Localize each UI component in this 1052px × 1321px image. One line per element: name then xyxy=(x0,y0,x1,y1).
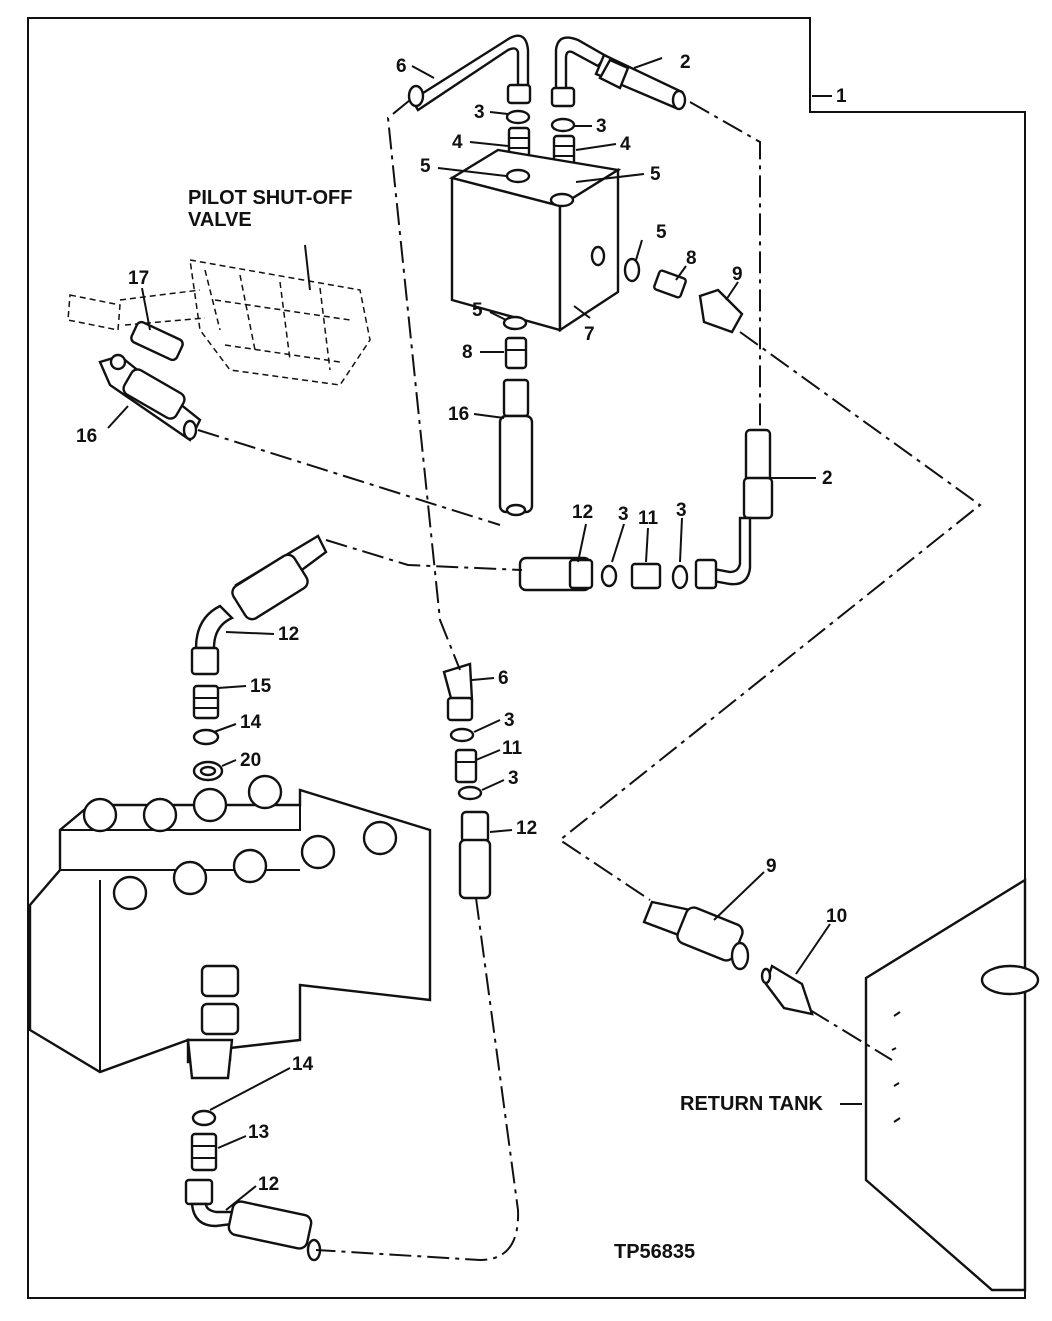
callout-14: 14 xyxy=(240,712,262,733)
figure-id: TP56835 xyxy=(614,1241,695,1263)
callout-6: 6 xyxy=(498,668,509,689)
hose-2-top xyxy=(550,36,687,111)
callout-15: 15 xyxy=(250,676,272,697)
center-hose-16 xyxy=(498,315,534,517)
callout-20: 20 xyxy=(240,750,261,771)
callout-3: 3 xyxy=(504,710,515,731)
callout-12: 12 xyxy=(572,502,593,523)
callout-2: 2 xyxy=(680,52,691,73)
callout-numbers: 1 2 2 3 3 3 3 3 3 4 4 5 5 5 5 6 6 7 8 8 … xyxy=(76,52,847,1195)
callout-7: 7 xyxy=(584,324,595,345)
callout-8: 8 xyxy=(462,342,473,363)
callout-11: 11 xyxy=(638,508,659,529)
callout-3: 3 xyxy=(676,500,687,521)
callout-4: 4 xyxy=(620,134,631,155)
return-tank-label: RETURN TANK xyxy=(680,1093,824,1115)
left-hose-16-17 xyxy=(98,320,202,442)
hose-9-lower xyxy=(642,900,814,1016)
pilot-valve-label-line1: PILOT SHUT-OFF xyxy=(188,187,352,209)
callout-6: 6 xyxy=(396,56,407,77)
callout-11: 11 xyxy=(502,738,523,759)
callout-12: 12 xyxy=(258,1174,279,1195)
tube-6-top xyxy=(407,34,532,112)
callout-12: 12 xyxy=(278,624,299,645)
callout-3: 3 xyxy=(618,504,629,525)
callout-5: 5 xyxy=(420,156,431,177)
block-7 xyxy=(448,148,622,333)
callout-16: 16 xyxy=(76,426,97,447)
callout-5: 5 xyxy=(656,222,667,243)
leader-lines xyxy=(107,57,832,1211)
callout-14: 14 xyxy=(292,1054,314,1075)
stack-15-14-20 xyxy=(192,684,224,782)
frame-border xyxy=(27,17,1026,1299)
callout-5: 5 xyxy=(650,164,661,185)
callout-3: 3 xyxy=(596,116,607,137)
middle-column-fittings xyxy=(442,662,492,900)
callout-5: 5 xyxy=(472,300,483,321)
callout-17: 17 xyxy=(128,268,149,289)
connection-lines xyxy=(197,99,982,1262)
callout-3: 3 xyxy=(474,102,485,123)
callout-12: 12 xyxy=(516,818,537,839)
callout-9: 9 xyxy=(766,856,777,877)
callout-3: 3 xyxy=(508,768,519,789)
middle-row-fittings xyxy=(518,556,689,592)
callout-4: 4 xyxy=(452,132,463,153)
callout-1: 1 xyxy=(836,86,847,107)
callout-16: 16 xyxy=(448,404,469,425)
callout-10: 10 xyxy=(826,906,847,927)
control-valve-body xyxy=(28,774,432,1080)
return-tank xyxy=(864,877,1040,1292)
lower-hose-12 xyxy=(184,1109,322,1262)
pilot-valve-label-line2: VALVE xyxy=(188,209,252,231)
block-side-fittings xyxy=(623,257,744,334)
hose-2-right xyxy=(694,428,774,590)
callout-8: 8 xyxy=(686,248,697,269)
callout-9: 9 xyxy=(732,264,743,285)
callout-2: 2 xyxy=(822,468,833,489)
hose-12-upper-left xyxy=(190,534,328,676)
callout-13: 13 xyxy=(248,1122,269,1143)
